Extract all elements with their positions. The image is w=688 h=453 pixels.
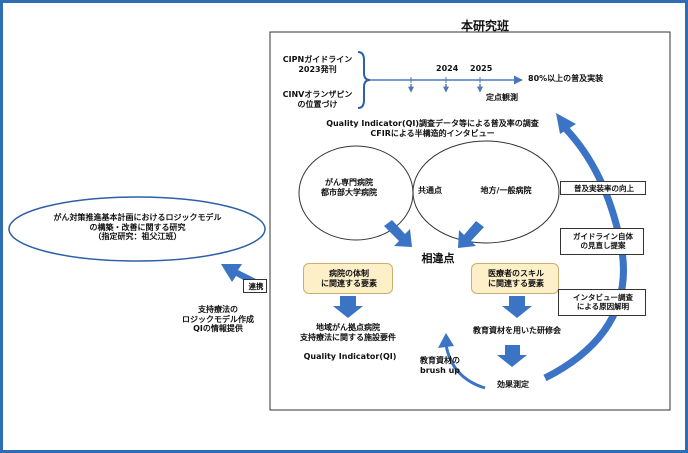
education-label: 教育資材を用いた研修会 [473, 326, 561, 335]
hospital-result: 地域がん拠点病院支持療法に関する施設要件 [300, 323, 396, 342]
venn-right-label: 地方/一般病院 [480, 186, 532, 195]
external-study-text: がん対策推進基本計画におけるロジックモデルの構築・改善に関する研究（指定研究：祖… [53, 213, 222, 242]
improve-box: 普及実装率の向上 [560, 181, 646, 195]
study-group-box [269, 31, 671, 411]
venn-left-label: がん専門病院都市部大学病院 [321, 178, 377, 197]
venn-center-label: 共通点 [418, 186, 442, 195]
review-box: ガイドライン自体の見直し提案 [560, 228, 644, 255]
link-box: 連携 [243, 279, 267, 293]
skill-box: 医療者のスキルに関連する要素 [471, 263, 559, 294]
arrow-left-to-diff [384, 220, 412, 247]
arrow-right-to-diff [458, 221, 484, 248]
cinv-position: CINVオランザピンの位置づけ [282, 90, 353, 109]
difference-label: 相違点 [421, 252, 455, 265]
target-label: 80%以上の普及実装 [528, 74, 604, 83]
external-study-ellipse [8, 196, 266, 262]
year-2025: 2025 [470, 64, 493, 73]
qi-label: Quality Indicator(QI) [303, 352, 397, 361]
arrow-skill-down [502, 296, 532, 318]
venn-right [412, 140, 560, 244]
interview-box: インタビュー調査による原因解明 [558, 289, 646, 316]
effect-label: 効果測定 [497, 380, 529, 389]
hospital-system-box: 病院の体制に関連する要素 [303, 263, 393, 294]
page-title: 本研究班 [460, 19, 509, 33]
year-2024: 2024 [436, 64, 459, 73]
fixed-point-label: 定点観測 [486, 93, 518, 102]
brushup-loop-arrow [444, 344, 486, 390]
arrow-edu-down [497, 345, 527, 367]
arrow-hospital-down [333, 296, 363, 318]
